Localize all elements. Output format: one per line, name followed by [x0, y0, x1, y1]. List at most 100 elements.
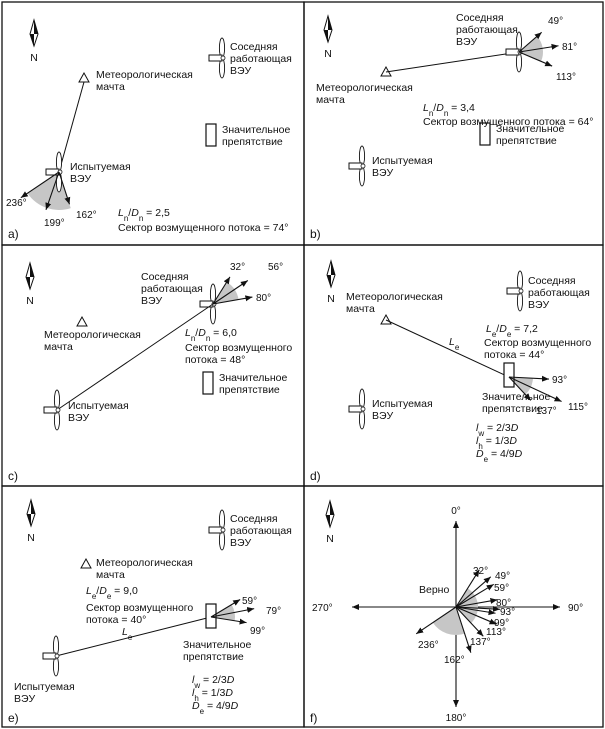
panel-c-ray-1: [212, 276, 231, 305]
panel-b-test-turbine-icon: [348, 145, 366, 187]
panel-c-neighbor-label-line-1: Соседняя: [141, 271, 189, 283]
panel-b-mast-connector: [385, 51, 520, 73]
panel-b-angle-3: 113°: [556, 72, 576, 83]
panel-d-met-mast-icon: [380, 313, 392, 325]
panel-e-sector-label-line-2: потока = 40°: [86, 614, 146, 626]
panel-b-disturbed-sector: [519, 36, 543, 62]
panel-b-ray-3: [518, 51, 553, 67]
panel-f-ray-162: [455, 606, 472, 653]
panel-c-label: c): [8, 469, 18, 483]
panel-e-neighbor-label-line-3: ВЭУ: [230, 537, 252, 549]
panel-c-met-mast-label-line-2: мачта: [44, 341, 73, 353]
panel-e-param-2: lh = 1/3D: [192, 687, 233, 703]
panel-f-frame: [303, 485, 604, 728]
panel-e-ray-3: [210, 616, 247, 625]
panel-a-sector-label-line-1: Сектор возмущенного потока = 74°: [118, 222, 289, 234]
panel-a-angle-2: 199°: [44, 218, 65, 229]
panel-a-met-mast-icon: [78, 71, 90, 83]
panel-c-ray-2: [212, 280, 249, 305]
panel-c-sector-label-line-1: Сектор возмущенного: [185, 342, 292, 354]
panel-f-angle-6: 99°: [494, 618, 509, 629]
panel-d-sector-label-line-1: Сектор возмущенного: [484, 337, 591, 349]
panel-e-met-mast-icon: [80, 557, 92, 569]
panel-c-connector: [56, 303, 214, 411]
panel-f-angle-1: 32°: [473, 566, 488, 577]
panel-e-north-label: N: [27, 532, 35, 544]
panel-b-sector-label-line-1: Сектор возмущенного потока = 64°: [423, 116, 594, 128]
panel-f-angle-7: 113°: [486, 627, 506, 638]
panel-f-north-icon: [325, 500, 335, 528]
panel-d-angle-2: 137°: [536, 406, 557, 417]
panel-d-obstacle-label-line-1: Значительное: [482, 391, 551, 403]
panel-b-obstacle-icon: [479, 122, 491, 146]
panel-d-north-label: N: [327, 293, 335, 305]
panel-e-distance-label: Le: [122, 626, 133, 642]
panel-c-obstacle-label-line-1: Значительное: [219, 372, 288, 384]
panel-d-ratio: Le/De = 7,2: [486, 323, 538, 339]
panel-d-distance-label: Le: [449, 336, 460, 352]
panel-a-neighbor-turbine-icon: [208, 37, 226, 79]
panel-d-disturbed-sector: [509, 377, 533, 395]
panel-d-neighbor-label-line-3: ВЭУ: [528, 299, 550, 311]
panel-f-compass-0: 0°: [451, 506, 461, 517]
panel-a-obstacle-icon: [205, 123, 217, 147]
panel-f-angle-10: 236°: [418, 640, 439, 651]
panel-e-ray-2: [210, 606, 255, 618]
panel-c-north-label: N: [26, 295, 34, 307]
panel-a-neighbor-label-line-3: ВЭУ: [230, 65, 252, 77]
panel-b-neighbor-label-line-2: работающая: [456, 24, 518, 36]
panel-d-neighbor-turbine-icon: [506, 270, 524, 312]
panel-f-ray-49: [455, 576, 492, 608]
panel-d-angle-1: 93°: [552, 375, 567, 386]
panel-e-connector: [55, 616, 212, 657]
panel-c-neighbor-label-line-2: работающая: [141, 283, 203, 295]
panel-b-ratio: Ln/Dn = 3,4: [423, 102, 475, 118]
panel-c-obstacle-icon: [202, 371, 214, 395]
panel-c-disturbed-sector: [213, 281, 239, 304]
panel-a-ray-1: [20, 171, 60, 199]
panel-a-obstacle-label-line-1: Значительное: [222, 124, 291, 136]
panel-f-angle-4: 80°: [496, 598, 511, 609]
panel-e-neighbor-label-line-1: Соседняя: [230, 513, 278, 525]
panel-e-obstacle-label-line-2: препятствие: [183, 651, 244, 663]
panel-f-angle-3: 59°: [494, 583, 509, 594]
panel-e-test-turbine-label-line-1: Испытуемая: [14, 681, 75, 693]
panel-e-ratio: Le/De = 9,0: [86, 585, 138, 601]
panel-a-neighbor-label-line-2: работающая: [230, 53, 292, 65]
panel-a-label: a): [8, 227, 19, 241]
panel-c-angle-1: 32°: [230, 262, 245, 273]
panel-e-obstacle-label-line-1: Значительное: [183, 639, 252, 651]
panel-a-met-mast-label-line-2: мачта: [96, 81, 125, 93]
panel-e-ray-1: [210, 599, 241, 618]
panel-f-compass-90: 90°: [568, 603, 583, 614]
panel-d-neighbor-label-line-2: работающая: [528, 287, 590, 299]
panel-f-ray-59: [455, 583, 494, 608]
panel-b-ray-1: [518, 31, 543, 53]
panel-e-param-3: De = 4/9D: [192, 700, 239, 716]
panel-f-ray-236: [415, 606, 457, 635]
panel-f-angle-8: 137°: [470, 637, 491, 648]
panel-f-sector-southwest: [432, 607, 465, 635]
panel-e-met-mast-label-line-2: мачта: [96, 569, 125, 581]
panel-e-test-turbine-label-line-2: ВЭУ: [14, 693, 36, 705]
panel-d-neighbor-label-line-1: Соседняя: [528, 275, 576, 287]
panel-b-label: b): [310, 227, 321, 241]
panel-e-neighbor-label-line-2: работающая: [230, 525, 292, 537]
panel-e-met-mast-label-line-1: Метеорологическая: [96, 557, 193, 569]
panel-b-obstacle-label-line-2: препятствие: [496, 135, 557, 147]
panel-d-obstacle-label-line-2: препятствие: [482, 403, 543, 415]
panel-f-angle-9: 162°: [444, 655, 465, 666]
panel-c-angle-2: 56°: [268, 262, 283, 273]
panel-b-met-mast-label-line-1: Метеорологическая: [316, 82, 413, 94]
panel-a-north-icon: [29, 19, 39, 47]
panel-b-north-label: N: [324, 48, 332, 60]
panel-b-met-mast-label-line-2: мачта: [316, 94, 345, 106]
panel-c-north-icon: [25, 262, 35, 290]
panel-d-param-2: lh = 1/3D: [476, 435, 517, 451]
panel-b-angle-1: 49°: [548, 16, 563, 27]
panel-f-label: f): [310, 711, 317, 725]
panel-e-angle-2: 79°: [266, 606, 281, 617]
panel-c-ray-3: [212, 295, 253, 305]
panel-b-obstacle-label-line-1: Значительное: [496, 123, 565, 135]
panel-a-met-mast-label-line-1: Метеорологическая: [96, 69, 193, 81]
